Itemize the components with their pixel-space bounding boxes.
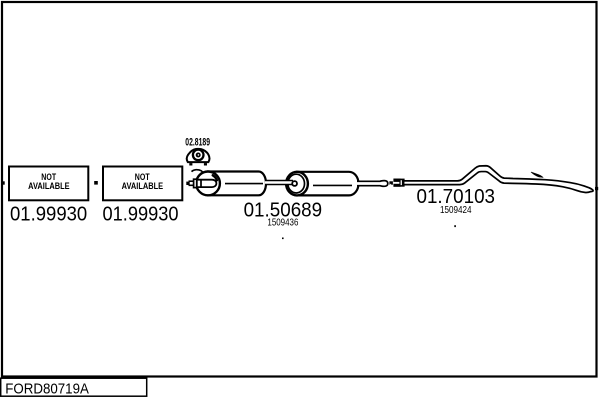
svg-text:02.8189: 02.8189 <box>185 136 210 148</box>
svg-text:1509424: 1509424 <box>440 205 472 216</box>
svg-text:01.70103: 01.70103 <box>417 186 496 208</box>
svg-text:01.99930: 01.99930 <box>103 203 179 225</box>
svg-text:FORD80719A: FORD80719A <box>5 380 89 397</box>
svg-text:NOT: NOT <box>135 172 150 182</box>
svg-text:01.50689: 01.50689 <box>244 200 323 222</box>
svg-text:NOT: NOT <box>41 172 56 182</box>
svg-text:AVAILABLE: AVAILABLE <box>122 181 164 191</box>
svg-text:1509436: 1509436 <box>267 217 298 228</box>
svg-text:AVAILABLE: AVAILABLE <box>28 181 70 191</box>
svg-text:01.99930: 01.99930 <box>10 203 87 225</box>
